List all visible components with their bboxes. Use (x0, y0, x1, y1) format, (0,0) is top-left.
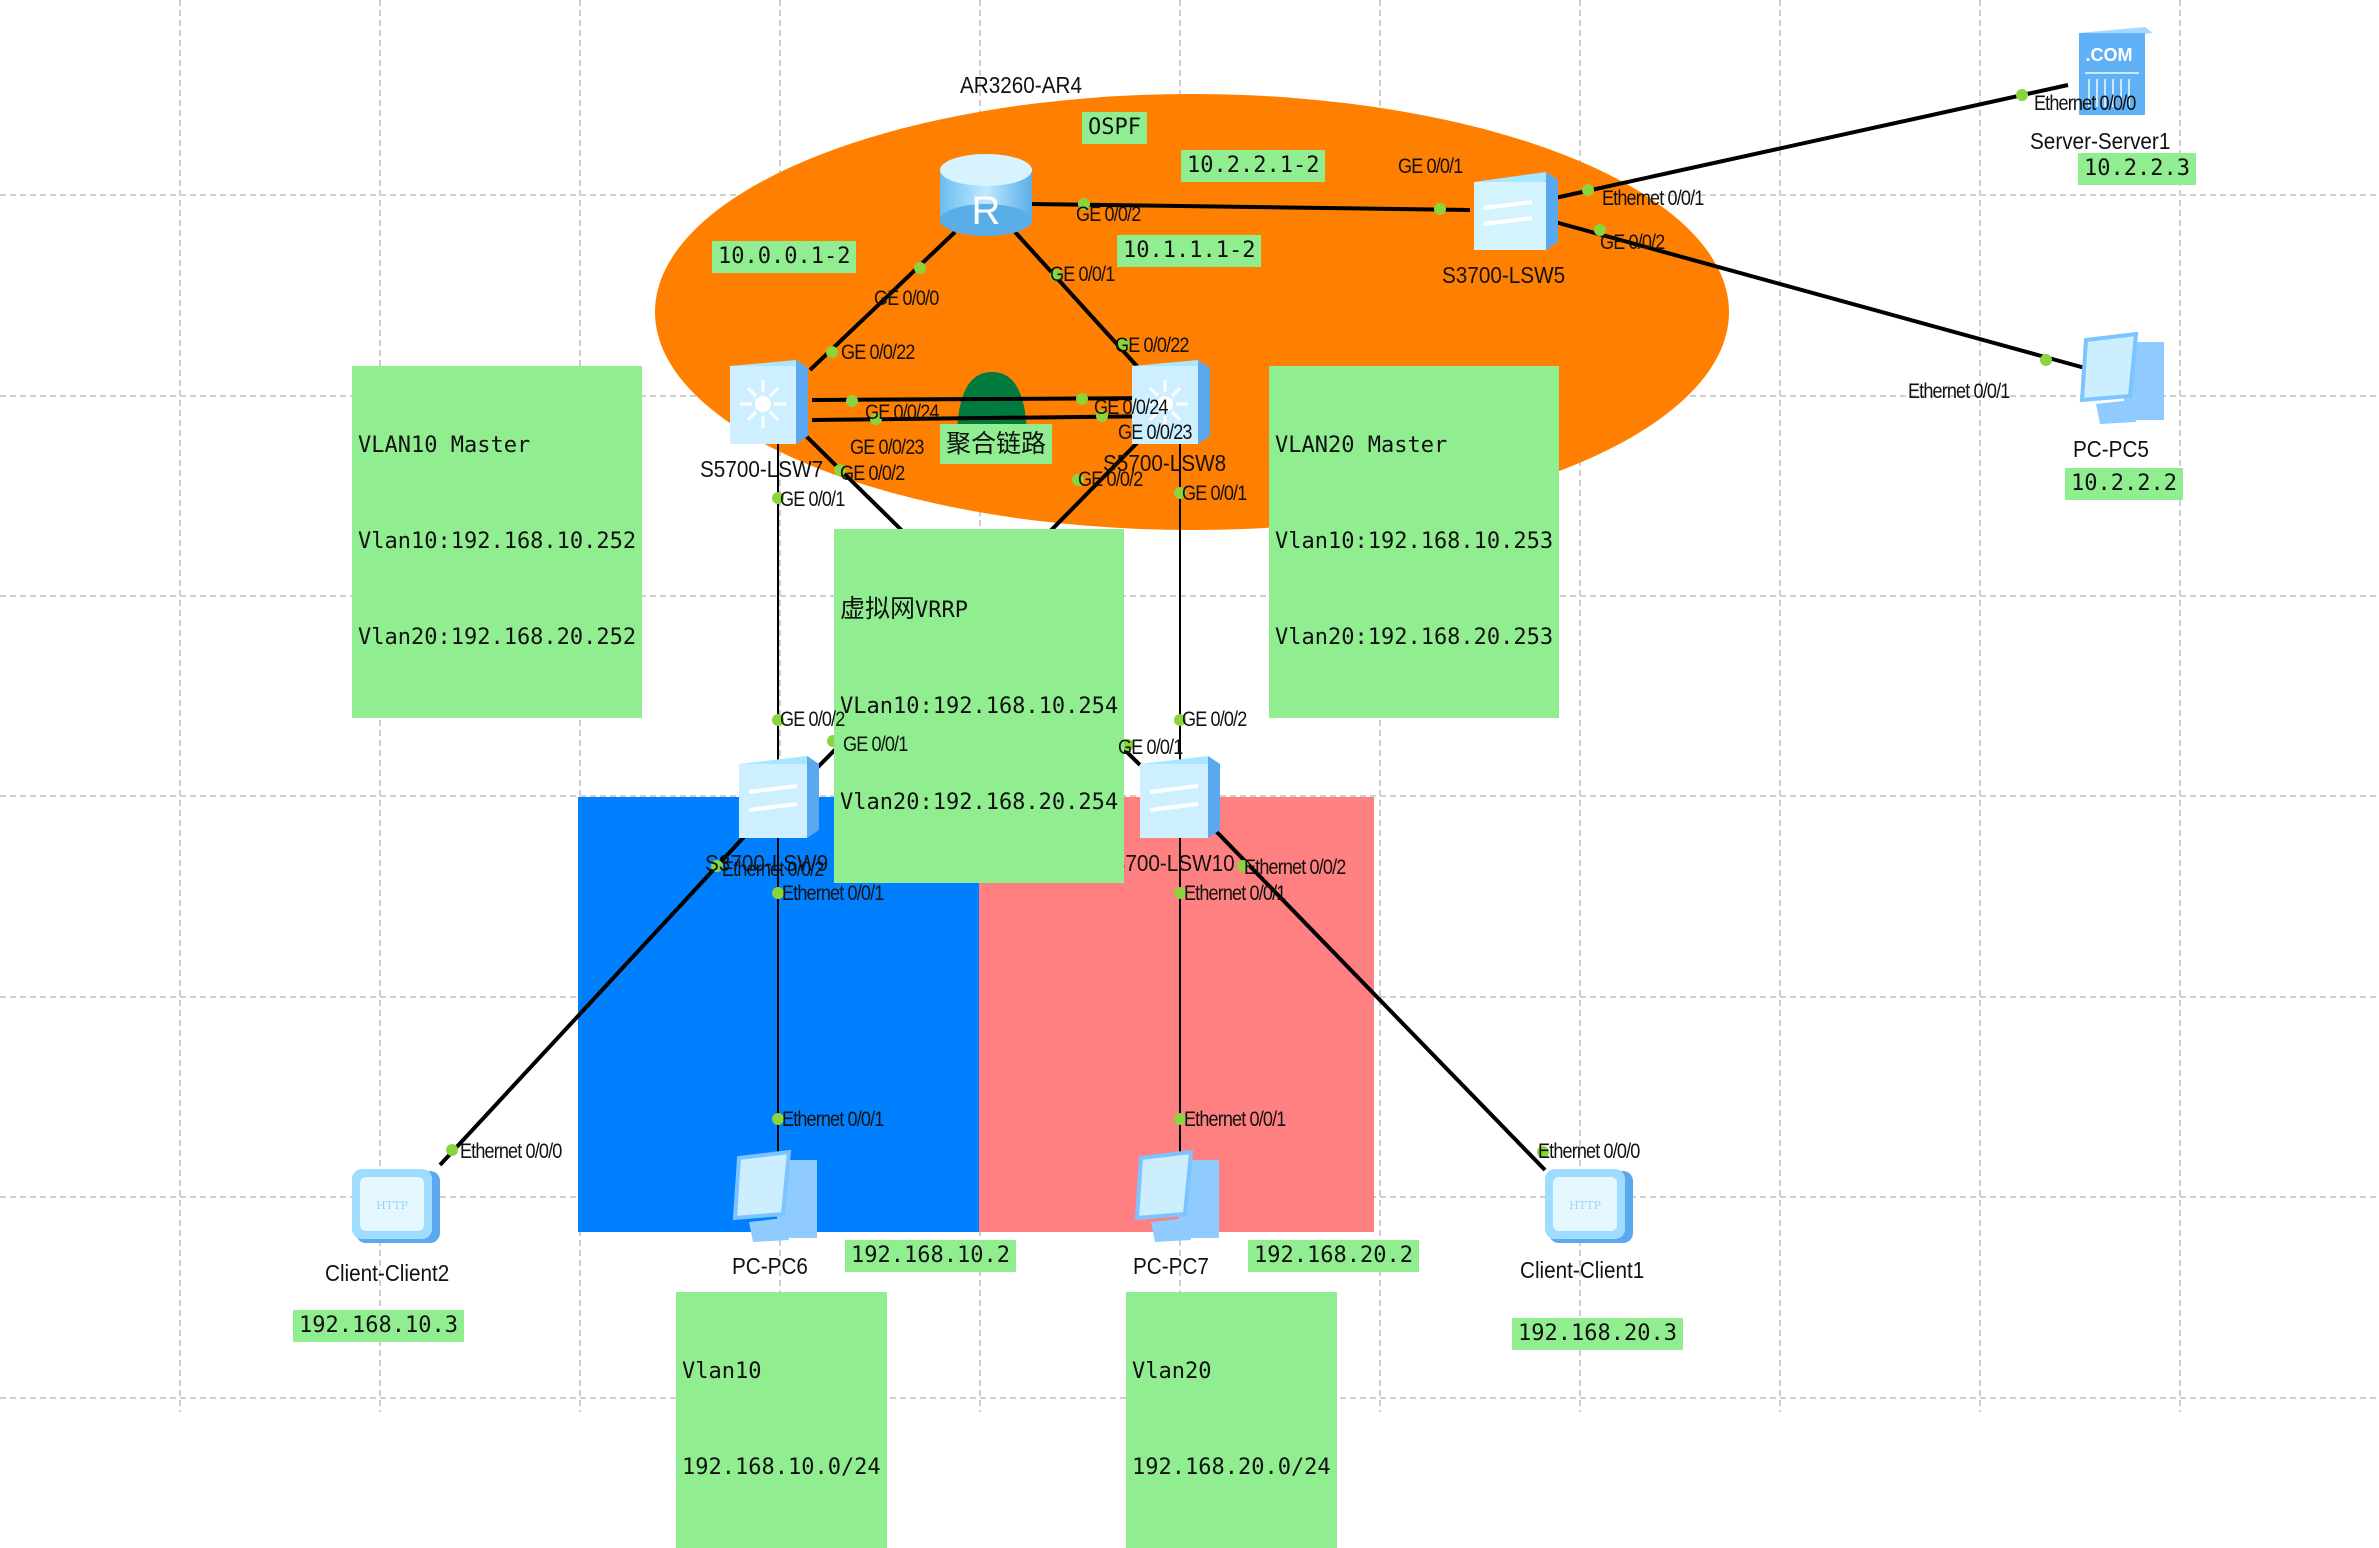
port-lsw7-g0022: GE 0/0/22 (841, 341, 915, 364)
link-lsw10-client1[interactable] (1208, 823, 1547, 1172)
device-name-lsw9: S3700-LSW9 (705, 850, 829, 876)
note-net-10-2-2: 10.2.2.1-2 (1181, 150, 1326, 182)
svg-text:.COM: .COM (2086, 45, 2133, 65)
note-vlan20-net: Vlan20 192.168.20.0/24 (1126, 1292, 1337, 1548)
note-vrrp-title: VRRP (915, 598, 968, 623)
port-lsw9-e001: Ethernet 0/0/1 (782, 882, 884, 905)
switch-icon-lsw10[interactable] (1136, 752, 1226, 842)
port-lsw8-g001: GE 0/0/1 (1182, 482, 1247, 505)
port-pc7-e001: Ethernet 0/0/1 (1184, 1108, 1286, 1131)
port-ar4-g002: GE 0/0/2 (1076, 203, 1141, 226)
server-icon[interactable]: .COM (2075, 25, 2155, 119)
note-vlan10-net-line2: 192.168.10.0/24 (682, 1455, 881, 1480)
port-lsw7-g0023: GE 0/0/23 (850, 436, 924, 459)
device-name-lsw7: S5700-LSW7 (700, 456, 824, 482)
note-vlan20-net-line1: Vlan20 (1132, 1359, 1212, 1384)
device-name-pc7: PC-PC7 (1133, 1253, 1209, 1279)
note-vlan10-net-line1: Vlan10 (682, 1359, 762, 1384)
pc-icon-pc7[interactable] (1127, 1148, 1227, 1248)
port-lsw9-g002: GE 0/0/2 (780, 708, 845, 731)
pc-icon-pc6[interactable] (725, 1148, 825, 1248)
http-client-icon-client1[interactable]: HTTP (1543, 1165, 1637, 1245)
http-client-icon-client2[interactable]: HTTP (350, 1165, 444, 1245)
port-lsw5-g001: GE 0/0/1 (1398, 155, 1463, 178)
note-net-10-1-1: 10.1.1.1-2 (1117, 235, 1262, 267)
note-vlan20-master: VLAN20 Master Vlan10:192.168.10.253 Vlan… (1269, 366, 1560, 718)
router-icon[interactable]: R (938, 152, 1034, 238)
pc-icon-pc5[interactable] (2072, 330, 2172, 430)
port-lsw10-g001: GE 0/0/1 (1118, 736, 1183, 759)
port-lsw7-g001: GE 0/0/1 (780, 488, 845, 511)
device-name-client1: Client-Client1 (1520, 1257, 1645, 1283)
port-lsw10-e002: Ethernet 0/0/2 (1244, 856, 1346, 879)
svg-text:HTTP: HTTP (1569, 1199, 1601, 1212)
link-lsw5-server1[interactable] (1554, 83, 2069, 200)
note-vrrp-line2: Vlan20:192.168.20.254 (840, 790, 1119, 815)
ip-pc5: 10.2.2.2 (2065, 468, 2183, 500)
link-lsw7-lsw8-g24[interactable] (811, 396, 1161, 402)
port-lsw8-g0022: GE 0/0/22 (1115, 334, 1189, 357)
port-client2-e000: Ethernet 0/0/0 (460, 1140, 562, 1163)
ip-client2: 192.168.10.3 (293, 1310, 464, 1342)
note-vlan10-net: Vlan10 192.168.10.0/24 (676, 1292, 887, 1548)
note-vlan10-master-line1: Vlan10:192.168.10.252 (358, 529, 637, 554)
note-lag: 聚合链路 (940, 424, 1053, 464)
note-vrrp: 虚拟网VRRP VLan10:192.168.10.254 Vlan20:192… (834, 529, 1125, 883)
note-vlan10-master: VLAN10 Master Vlan10:192.168.10.252 Vlan… (352, 366, 643, 718)
ip-client1: 192.168.20.3 (1512, 1318, 1683, 1350)
device-name-pc6: PC-PC6 (732, 1253, 808, 1279)
note-vrrp-title-cn: 虚拟网 (840, 594, 916, 623)
port-lsw9-e002: Ethernet 0/0/2 (722, 858, 824, 881)
link-ar4-lsw5[interactable] (1029, 202, 1471, 212)
note-vlan20-master-line1: Vlan10:192.168.10.253 (1275, 529, 1554, 554)
note-vlan10-master-line2: Vlan20:192.168.20.252 (358, 625, 637, 650)
l3switch-icon-lsw8[interactable] (1128, 356, 1220, 448)
svg-text:HTTP: HTTP (376, 1199, 408, 1212)
device-name-lsw5: S3700-LSW5 (1442, 262, 1566, 288)
note-vlan20-master-title: VLAN20 Master (1275, 433, 1448, 458)
port-lsw5-e001: Ethernet 0/0/1 (1602, 187, 1704, 210)
lag-marker (957, 372, 1027, 440)
note-net-10-0-0: 10.0.0.1-2 (712, 241, 857, 273)
device-name-client2: Client-Client2 (325, 1260, 450, 1286)
switch-icon-lsw5[interactable] (1470, 168, 1560, 254)
link-lsw5-pc5[interactable] (1554, 220, 2086, 370)
port-pc6-e001: Ethernet 0/0/1 (782, 1108, 884, 1131)
device-name-ar4: AR3260-AR4 (960, 72, 1082, 98)
port-server-e000: Ethernet 0/0/0 (2034, 92, 2136, 115)
port-client1-e000: Ethernet 0/0/0 (1538, 1140, 1640, 1163)
links-layer (438, 83, 2086, 1172)
note-vlan20-master-line2: Vlan20:192.168.20.253 (1275, 625, 1554, 650)
link-lsw9-client2[interactable] (438, 823, 757, 1167)
port-lsw10-g002: GE 0/0/2 (1182, 708, 1247, 731)
port-lsw5-g002: GE 0/0/2 (1600, 231, 1665, 254)
ip-server1: 10.2.2.3 (2078, 153, 2196, 185)
port-lsw8-g0024: GE 0/0/24 (1094, 396, 1168, 419)
device-name-pc5: PC-PC5 (2073, 436, 2149, 462)
l3switch-icon-lsw7[interactable] (726, 356, 818, 448)
device-name-server1: Server-Server1 (2030, 128, 2171, 154)
port-lsw7-g0024: GE 0/0/24 (865, 401, 939, 424)
port-lsw8-g002: GE 0/0/2 (1078, 468, 1143, 491)
port-lsw10-e001: Ethernet 0/0/1 (1184, 882, 1286, 905)
svg-text:R: R (972, 189, 1001, 233)
port-pc5-e001: Ethernet 0/0/1 (1908, 380, 2010, 403)
port-lsw9-g001: GE 0/0/1 (843, 733, 908, 756)
link-ar4-lsw8[interactable] (1013, 230, 1147, 377)
switch-icon-lsw9[interactable] (735, 752, 825, 842)
ip-pc7: 192.168.20.2 (1248, 1240, 1419, 1272)
port-lsw7-g002: GE 0/0/2 (840, 462, 905, 485)
port-lsw8-g0023: GE 0/0/23 (1118, 421, 1192, 444)
port-ar4-g001: GE 0/0/1 (1050, 263, 1115, 286)
note-vlan20-net-line2: 192.168.20.0/24 (1132, 1455, 1331, 1480)
device-name-lsw8: S5700-LSW8 (1103, 450, 1227, 476)
port-ar4-g000: GE 0/0/0 (874, 287, 939, 310)
note-ospf: OSPF (1082, 112, 1147, 144)
note-vlan10-master-title: VLAN10 Master (358, 433, 531, 458)
note-vrrp-line1: VLan10:192.168.10.254 (840, 694, 1119, 719)
ip-pc6: 192.168.10.2 (845, 1240, 1016, 1272)
